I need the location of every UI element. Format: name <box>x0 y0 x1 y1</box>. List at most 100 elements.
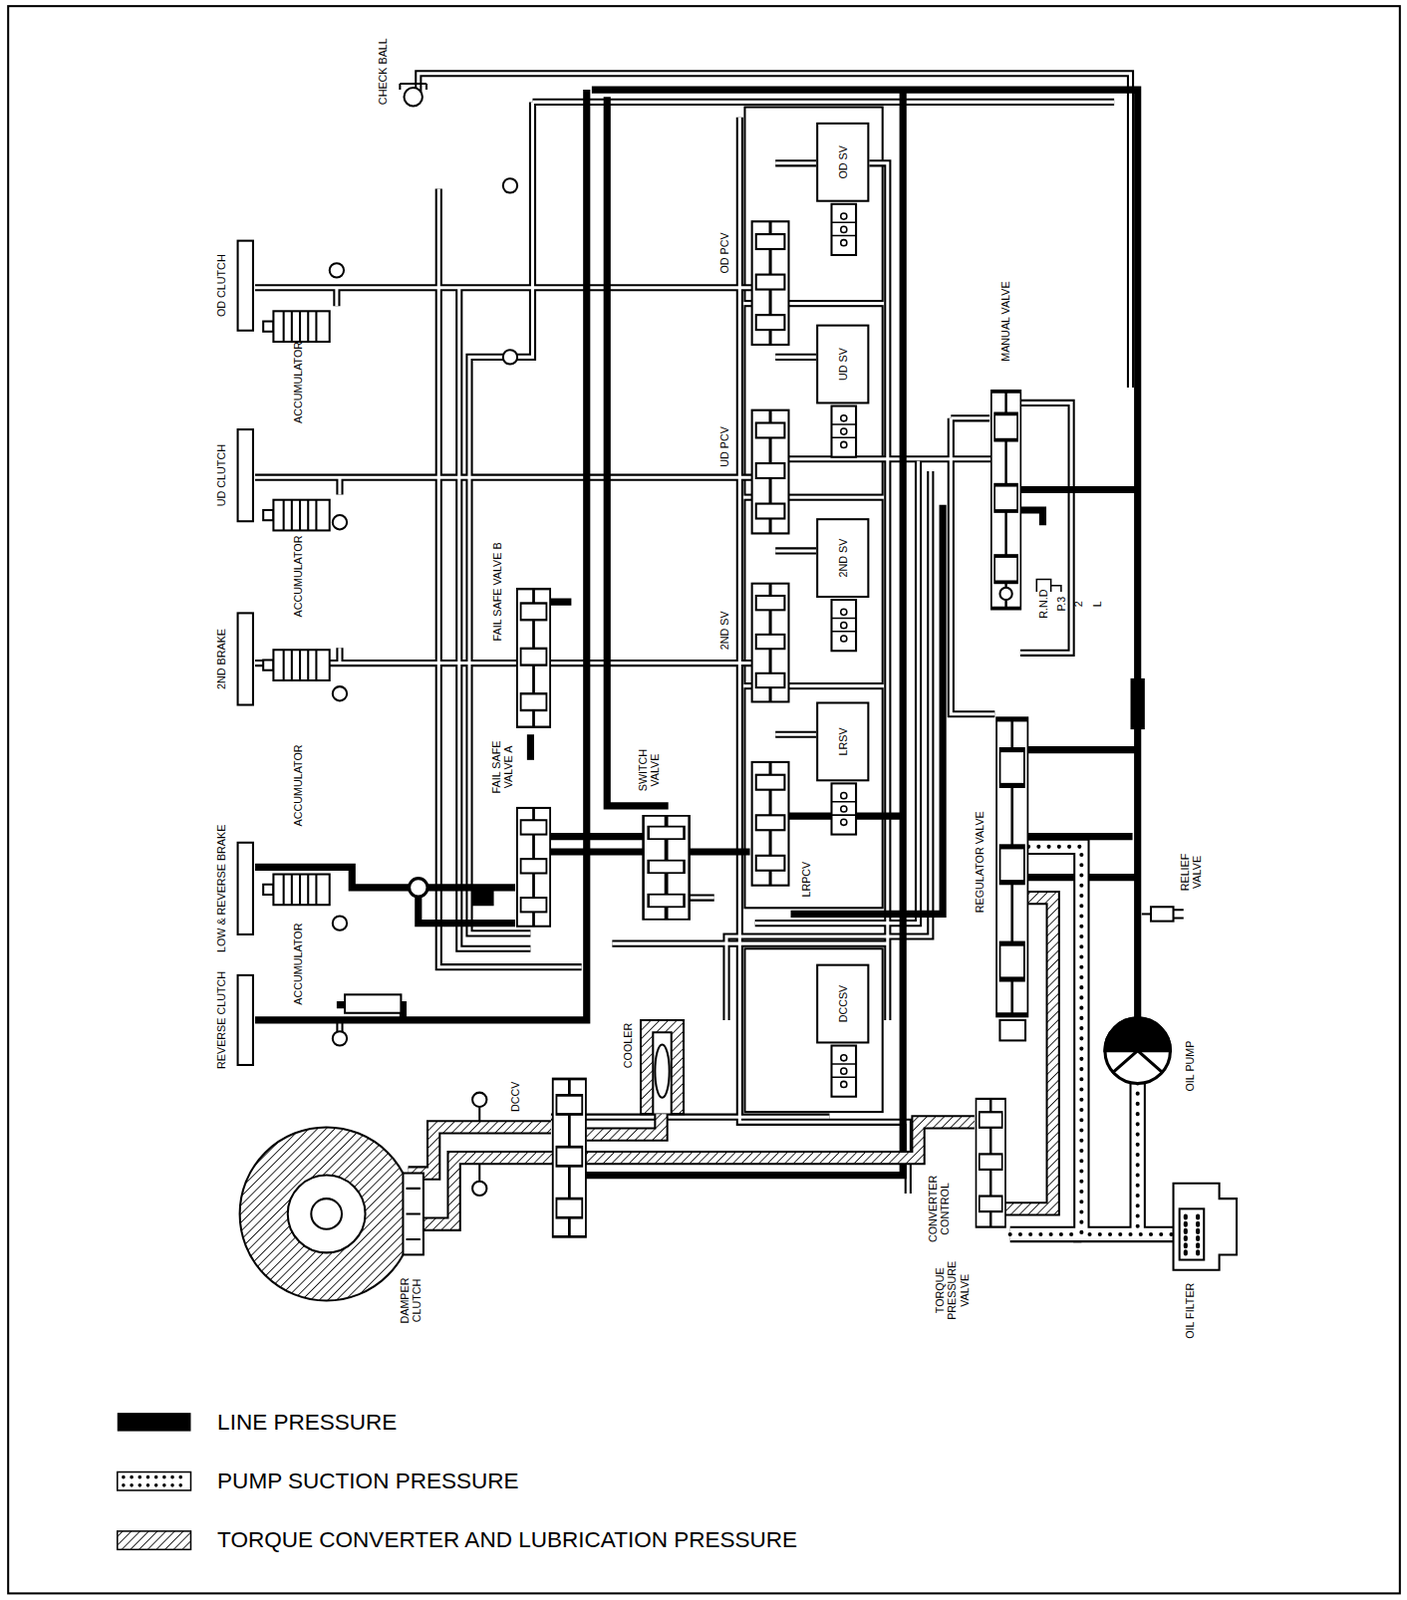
check-ball <box>403 87 422 106</box>
line-pressure <box>791 505 944 915</box>
oil-passage <box>255 73 1131 1194</box>
pump-suction-passage <box>1010 846 1174 1235</box>
valve-housing <box>744 948 882 1113</box>
part-name: TORQUE PRESSURE VALVE <box>933 1259 971 1323</box>
cooler <box>654 1045 669 1099</box>
shuttle-valve <box>344 994 401 1013</box>
legend-text: PUMP SUCTION PRESSURE <box>217 1467 519 1495</box>
clutch-piston: UD CLUTCH <box>237 428 255 523</box>
cooler <box>640 1020 684 1115</box>
line-pressure <box>418 883 516 891</box>
clutch-piston: REVERSE CLUTCH <box>237 974 255 1067</box>
part-name: OIL FILTER <box>1183 1283 1196 1340</box>
torque-converter-passage <box>408 897 1054 1225</box>
part-name: CHECK BALL <box>376 37 389 105</box>
solenoid-body <box>832 1046 857 1098</box>
relief-valve <box>1173 909 1184 918</box>
solenoid-valve: DCCSV <box>816 964 869 1045</box>
part-label: OD CLUTCH <box>215 254 228 317</box>
clutch-piston: LOW & REVERSE BRAKE <box>237 842 255 936</box>
spool-valve <box>643 816 690 920</box>
part-name: FAIL SAFE VALVE A <box>489 735 515 799</box>
legend-swatch <box>123 1477 187 1486</box>
part-name: 2 <box>1072 600 1085 607</box>
part-label: LOW & REVERSE BRAKE <box>215 825 228 953</box>
valve-label: DCCSV <box>837 985 849 1024</box>
spool-valve <box>975 1099 1005 1228</box>
check-ball <box>329 83 518 1047</box>
orifice <box>471 887 495 906</box>
solenoid-valve: LRSV <box>816 701 869 782</box>
pump-suction-passage <box>1010 846 1174 1235</box>
part-name: UD PCV <box>718 426 731 468</box>
valve-label: UD SV <box>837 347 849 381</box>
legend-swatch <box>117 1472 192 1551</box>
torque-converter-passage <box>408 897 1054 1225</box>
pressure-gauge <box>478 1163 481 1181</box>
line-pressure <box>591 89 1138 1021</box>
part-name: DAMPER CLUTCH <box>397 1271 423 1331</box>
shuttle-ball <box>409 878 428 897</box>
oil-passage <box>255 73 1131 1194</box>
oil-filter <box>1173 1183 1237 1271</box>
spool-valve <box>752 221 790 345</box>
solenoid-body <box>832 406 857 458</box>
part-label: 2ND BRAKE <box>215 628 228 690</box>
pump-suction-passage <box>1010 846 1174 1235</box>
torque-converter <box>402 1173 423 1256</box>
part-label: UD CLUTCH <box>215 444 228 507</box>
line-pressure <box>255 89 587 1021</box>
pressure-gauge <box>472 1093 487 1108</box>
solenoid-body <box>832 204 857 256</box>
part-name: FAIL SAFE VALVE B <box>490 542 503 641</box>
accumulator-symbol <box>263 310 330 342</box>
check-ball <box>399 83 427 90</box>
part-name: P.3 <box>1055 596 1068 612</box>
solenoid-valve: 2ND SV <box>816 518 869 598</box>
relief-valve <box>1150 906 1174 921</box>
solenoid-body <box>832 783 857 835</box>
part-name: ACCUMULATOR <box>291 535 304 617</box>
part-name: ACCUMULATOR <box>291 744 304 827</box>
valve-label: LRSV <box>837 727 849 756</box>
line-pressure <box>1020 510 1044 526</box>
oil-filter <box>1179 1208 1205 1260</box>
legend-text: LINE PRESSURE <box>217 1408 397 1436</box>
part-name: LRPCV <box>800 861 813 898</box>
spool-valve <box>752 410 790 535</box>
part-name: OIL PUMP <box>1183 1041 1196 1093</box>
valve-housing <box>744 107 882 1114</box>
part-name: RELIEF VALVE <box>1178 846 1204 898</box>
part-name: R.N.D <box>1036 589 1049 619</box>
check-ball <box>332 515 347 530</box>
check-ball <box>329 263 344 278</box>
legend-swatch <box>117 1412 192 1431</box>
relief-valve <box>1141 906 1184 921</box>
line-pressure <box>255 866 516 923</box>
check-ball <box>503 349 518 364</box>
torque-converter <box>406 1188 421 1240</box>
part-name: SWITCH VALVE <box>636 743 662 797</box>
line-pressure <box>1020 486 1138 494</box>
solenoid-valve: UD SV <box>816 324 869 405</box>
torque-converter <box>287 1175 366 1254</box>
frame <box>7 5 1401 1594</box>
torque-converter <box>310 1198 342 1230</box>
pressure-gauge <box>472 1093 487 1196</box>
pressure-gauge <box>478 1107 481 1122</box>
part-name: ACCUMULATOR <box>291 341 304 424</box>
part-name: CONVERTER CONTROL <box>926 1171 952 1246</box>
oil-filter <box>1173 1183 1237 1271</box>
spool-valve <box>996 719 1028 1016</box>
line-pressure <box>530 847 750 855</box>
spool-valve <box>553 1079 586 1237</box>
manual-lever <box>999 587 1012 600</box>
solenoid-body <box>832 599 857 651</box>
accumulator-symbol <box>263 874 330 906</box>
line-pressure <box>1025 746 1138 754</box>
legend-swatch <box>117 1531 192 1550</box>
part-name: 2ND SV <box>718 610 731 650</box>
oil-pump <box>1105 1018 1171 1085</box>
